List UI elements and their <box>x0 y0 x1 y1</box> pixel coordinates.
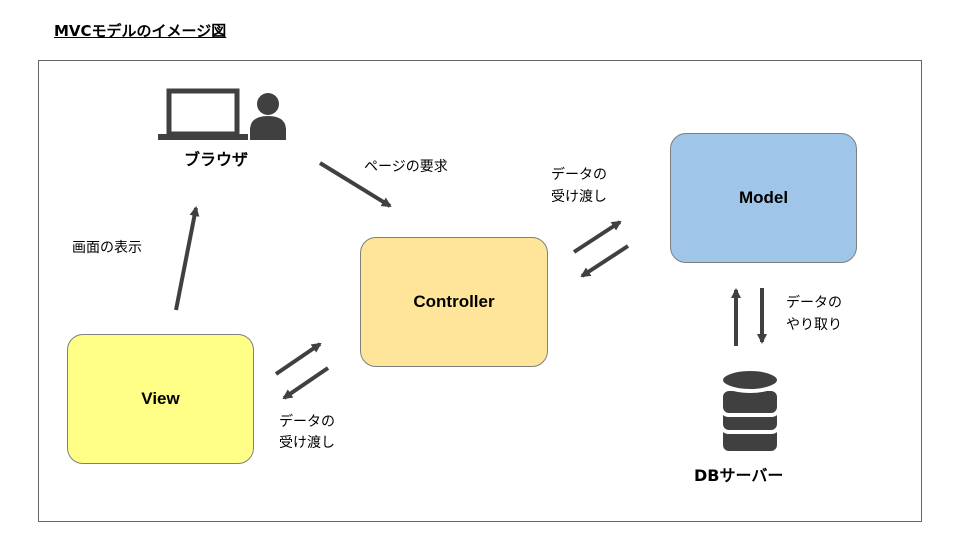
user-icon <box>250 93 286 140</box>
view-controller-label-2: 受け渡し <box>279 435 335 451</box>
arrow-controller-to-view <box>282 366 330 400</box>
arrow-browser-to-controller <box>318 161 392 208</box>
page-title: MVCモデルのイメージ図 <box>54 22 227 40</box>
view-box: View <box>67 334 254 464</box>
database-icon <box>719 367 781 455</box>
browser-label: ブラウザ <box>184 150 249 169</box>
arrow-controller-to-model <box>572 220 622 254</box>
diagram-frame <box>38 60 922 522</box>
display-screen-label: 画面の表示 <box>72 240 142 256</box>
arrow-view-to-browser <box>174 206 200 311</box>
controller-label: Controller <box>413 292 495 311</box>
laptop-icon <box>158 88 248 140</box>
view-controller-label-1: データの <box>279 414 335 430</box>
page-request-label: ページの要求 <box>364 159 448 175</box>
model-db-label-2: やり取り <box>786 317 842 333</box>
arrow-model-to-controller <box>580 244 630 278</box>
model-db-label-1: データの <box>786 295 842 311</box>
controller-box: Controller <box>360 237 548 367</box>
db-label: DBサーバー <box>694 466 784 485</box>
view-label: View <box>141 389 180 408</box>
controller-model-label-2: 受け渡し <box>551 189 607 205</box>
arrow-view-to-controller <box>274 342 322 376</box>
model-box: Model <box>670 133 857 263</box>
controller-model-label-1: データの <box>551 167 607 183</box>
model-label: Model <box>738 188 789 207</box>
